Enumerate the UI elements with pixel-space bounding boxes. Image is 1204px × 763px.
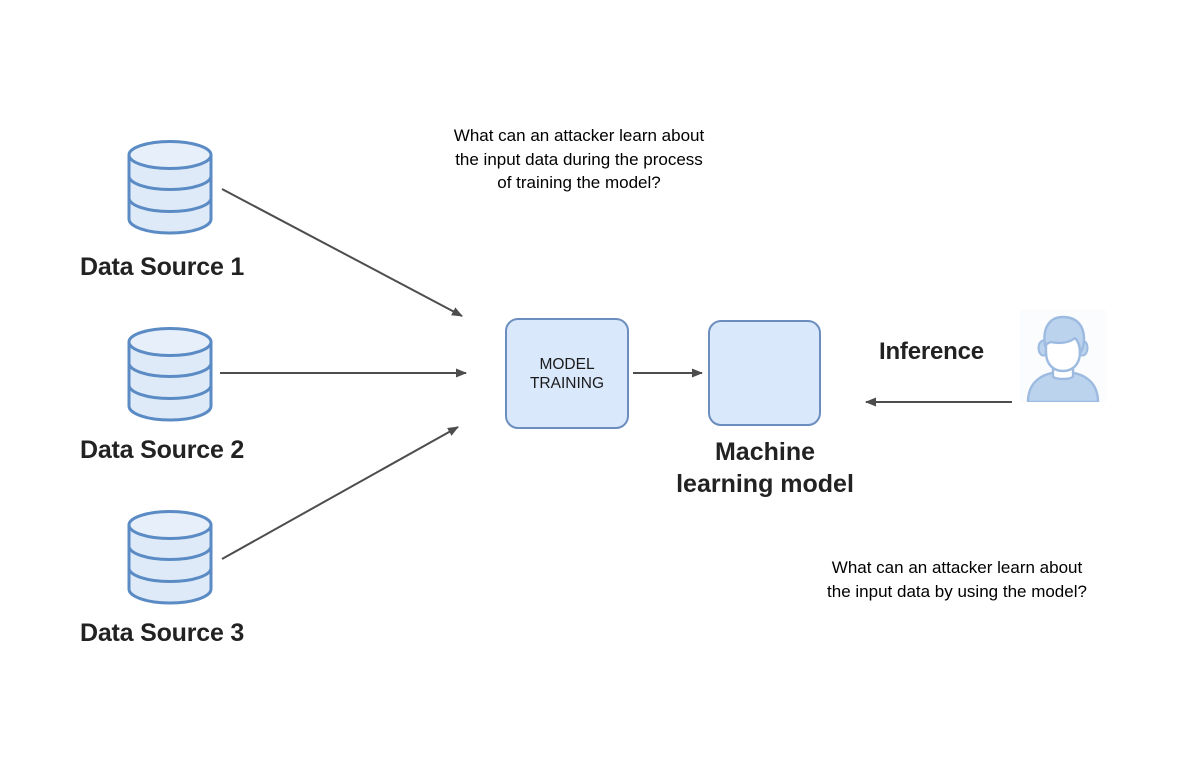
model-training-box-label: MODEL TRAINING [529, 355, 605, 392]
training-question-annotation: What can an attacker learn about the inp… [453, 126, 705, 192]
data-source-1-label: Data Source 1 [80, 253, 245, 281]
model-training-box[interactable]: MODEL TRAINING [505, 318, 629, 429]
database-cylinder-icon-1 [127, 140, 213, 235]
model-caption-line-1: Machine [714, 438, 816, 466]
machine-learning-model-caption: Machine learning model [645, 436, 885, 500]
inference-label: Inference [879, 338, 984, 365]
user-avatar-icon [1020, 310, 1106, 402]
arrow-source1-to-training [221, 188, 463, 317]
machine-learning-model-box[interactable] [708, 320, 821, 426]
inference-question-annotation: What can an attacker learn about the inp… [827, 558, 1087, 601]
database-cylinder-icon-3 [127, 510, 213, 605]
data-source-3-label: Data Source 3 [80, 619, 245, 647]
database-cylinder-icon-2 [127, 327, 213, 422]
arrow-source3-to-training [221, 426, 459, 560]
data-source-2-label: Data Source 2 [80, 436, 245, 464]
model-caption-line-2: learning model [676, 470, 854, 498]
